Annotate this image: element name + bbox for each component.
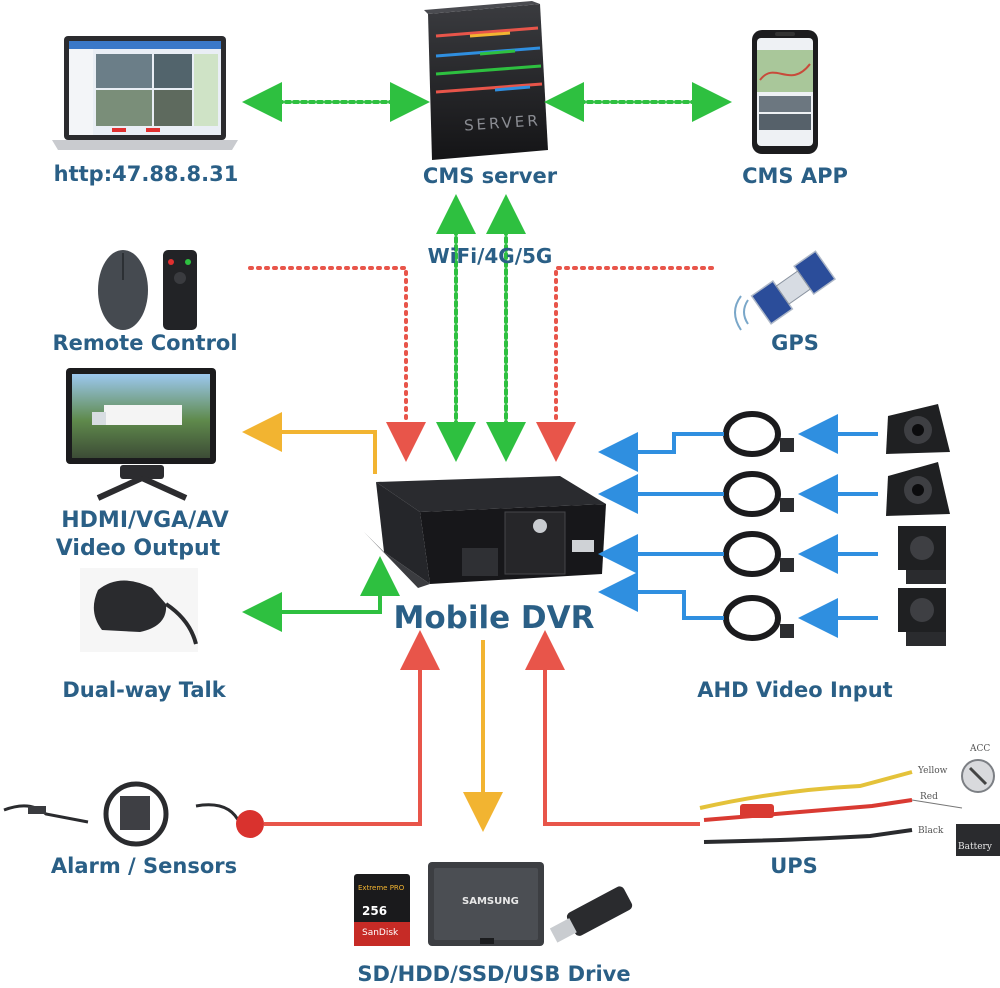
web-client-label: http:47.88.8.31 xyxy=(53,162,239,186)
sd-capacity-text: 256 xyxy=(362,904,388,918)
microphone-icon xyxy=(80,568,198,652)
satellite-icon xyxy=(734,250,837,331)
remote-control-icon xyxy=(98,250,197,330)
sd-brand-text: SanDisk xyxy=(362,928,399,938)
laptop-icon xyxy=(52,36,238,150)
video-output-link xyxy=(242,412,377,474)
ssd-brand-text: SAMSUNG xyxy=(462,896,519,907)
mobile-dvr-icon xyxy=(364,476,606,588)
monitor-icon xyxy=(66,368,216,501)
ups-label: UPS xyxy=(770,854,818,878)
storage-icons xyxy=(354,862,633,946)
storage-label: SD/HDD/SSD/USB Drive xyxy=(357,962,631,986)
server-icon xyxy=(424,1,548,160)
mobile-dvr-label: Mobile DVR xyxy=(393,600,595,636)
ups-wiring-icon xyxy=(699,759,1000,856)
battery-label: Battery xyxy=(958,842,992,852)
wire-red-label: Red xyxy=(920,792,938,802)
network-links xyxy=(242,82,732,462)
camera-icons xyxy=(723,404,950,646)
talk-link xyxy=(242,556,400,632)
cms-server-label: CMS server xyxy=(422,164,558,188)
sd-line-text: Extreme PRO xyxy=(358,884,405,892)
network-label: WiFi/4G/5G xyxy=(427,244,553,268)
ahd-video-input-label: AHD Video Input xyxy=(697,678,893,702)
acc-label: ACC xyxy=(970,744,991,754)
alarm-sensors-label: Alarm / Sensors xyxy=(50,854,238,878)
remote-control-label: Remote Control xyxy=(52,331,238,355)
camera-links xyxy=(598,414,878,638)
ups-link xyxy=(525,630,700,826)
video-output-label-line2: Video Output xyxy=(55,536,221,561)
cms-app-label: CMS APP xyxy=(742,164,848,188)
dual-way-talk-label: Dual-way Talk xyxy=(62,678,226,702)
alarm-link xyxy=(264,630,440,826)
sensors-icon xyxy=(3,781,264,847)
wire-black-label: Black xyxy=(918,826,944,836)
input-links-dotted xyxy=(248,266,714,462)
video-output-label-line1: HDMI/VGA/AV xyxy=(61,508,229,533)
wire-yellow-label: Yellow xyxy=(918,766,948,776)
gps-label: GPS xyxy=(771,331,819,355)
phone-icon xyxy=(752,30,818,154)
